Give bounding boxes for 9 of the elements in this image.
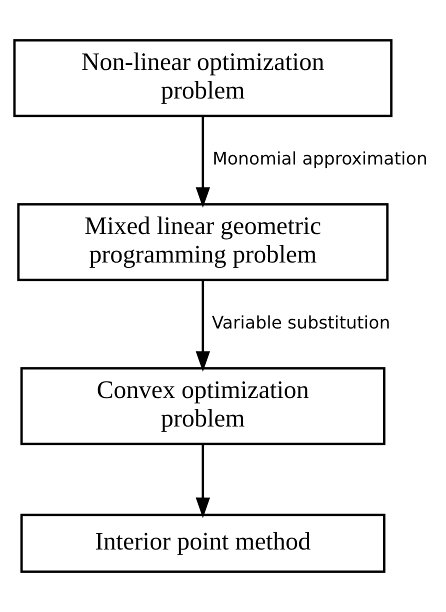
node-box: Non-linear optimization problem (13, 39, 392, 118)
edge-label: Variable substitution (212, 314, 390, 334)
arrow (196, 444, 210, 518)
arrow (196, 116, 210, 208)
arrow (196, 280, 210, 372)
node-box: Interior point method (20, 514, 386, 573)
node-box: Mixed linear geometric programming problem (17, 203, 389, 282)
edge-label: Monomial approximation (212, 150, 428, 170)
node-box: Convex optimization problem (20, 367, 386, 446)
